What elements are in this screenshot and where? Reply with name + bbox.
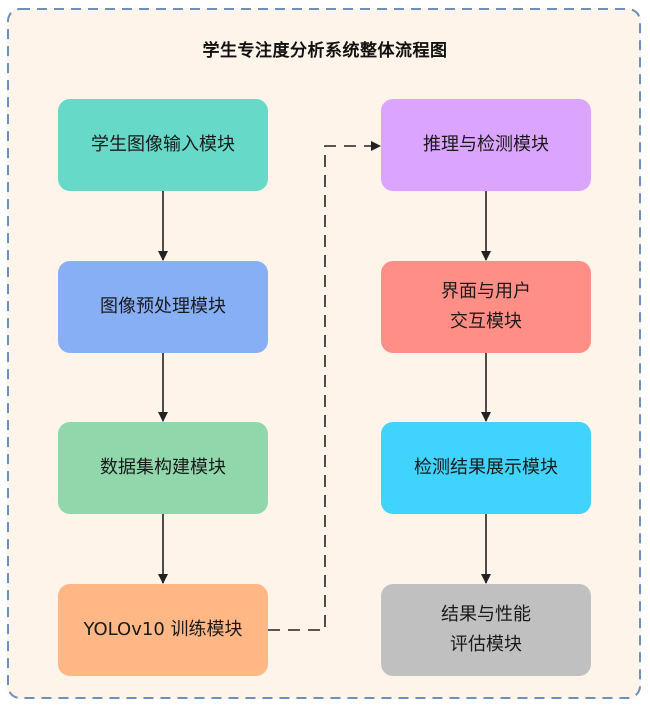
diagram-title: 学生专注度分析系统整体流程图 <box>202 41 448 61</box>
node-label: YOLOv10 训练模块 <box>83 619 243 640</box>
node-label: 推理与检测模块 <box>423 134 549 155</box>
node-label: 学生图像输入模块 <box>91 134 235 155</box>
edge-training-to-inference <box>268 141 381 631</box>
node-label: 图像预处理模块 <box>100 296 226 317</box>
node-label: 结果与性能 评估模块 <box>441 604 531 655</box>
node-ui-interaction: 界面与用户 交互模块 <box>381 261 591 353</box>
node-student-image-input: 学生图像输入模块 <box>58 99 268 191</box>
node-label: 检测结果展示模块 <box>414 457 558 478</box>
node-inference-detection: 推理与检测模块 <box>381 99 591 191</box>
node-label: 数据集构建模块 <box>100 457 226 478</box>
node-result-display: 检测结果展示模块 <box>381 422 591 514</box>
node-yolov10-training: YOLOv10 训练模块 <box>58 584 268 676</box>
node-image-preprocessing: 图像预处理模块 <box>58 261 268 353</box>
node-performance-evaluation: 结果与性能 评估模块 <box>381 584 591 676</box>
node-label: 界面与用户 交互模块 <box>441 281 531 332</box>
node-dataset-construction: 数据集构建模块 <box>58 422 268 514</box>
